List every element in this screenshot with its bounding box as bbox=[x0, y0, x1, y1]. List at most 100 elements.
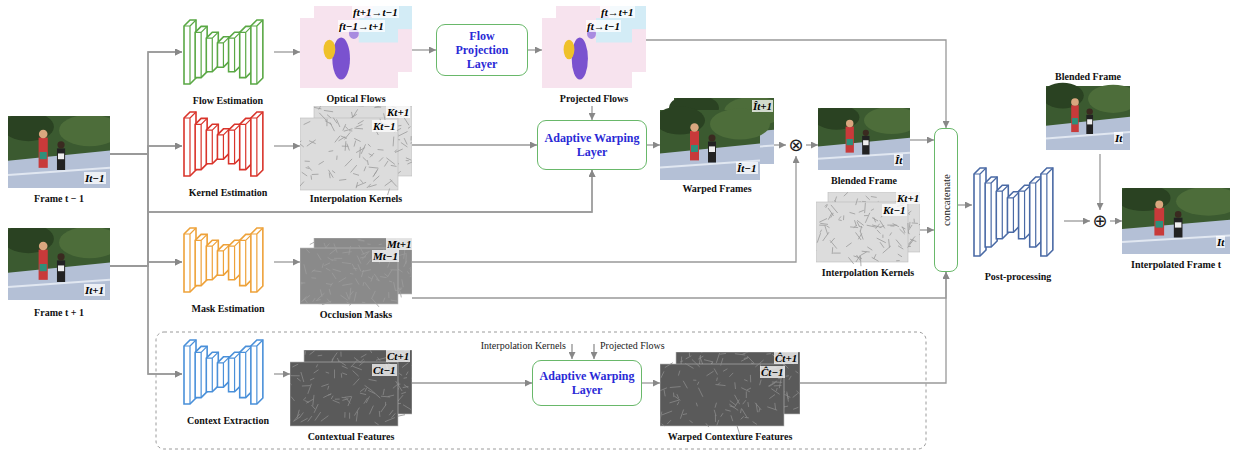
connector-arrow bbox=[412, 156, 796, 262]
network-block: Mask Estimation bbox=[182, 226, 274, 318]
math-symbol: Kt+1 bbox=[896, 192, 920, 204]
feature-map: ft+1→t−1 ft−1→t+1Optical Flows bbox=[300, 6, 412, 106]
connector-arrow bbox=[110, 154, 182, 374]
caption: Flow Estimation bbox=[193, 94, 263, 107]
operator: ⊗ bbox=[786, 134, 806, 156]
layer-label: Adaptive Warping Layer bbox=[539, 369, 635, 397]
connector-arrow bbox=[800, 272, 946, 383]
connector-arrow bbox=[774, 144, 786, 145]
math-symbol: ft+1→t−1 bbox=[352, 6, 399, 18]
input-label: Projected Flows bbox=[600, 340, 665, 352]
caption: Context Extraction bbox=[187, 414, 269, 427]
connector-arrow bbox=[110, 52, 182, 154]
caption: Warped Frames bbox=[682, 182, 751, 195]
picture-area: ft+1→t−1 ft−1→t+1 bbox=[300, 6, 412, 106]
network-block: Flow Estimation bbox=[182, 18, 274, 110]
picture-area: It bbox=[1046, 70, 1130, 154]
connector-arrow bbox=[528, 49, 542, 50]
math-symbol: It bbox=[1216, 236, 1225, 248]
feature-map: Kt+1Kt−1Interpolation Kernels bbox=[300, 106, 412, 206]
picture-area bbox=[182, 338, 274, 428]
connector-arrow bbox=[274, 145, 300, 146]
caption: Interpolation Kernels bbox=[310, 192, 403, 205]
layer-box: Adaptive Warping Layer bbox=[537, 120, 647, 170]
connector-arrow bbox=[110, 154, 182, 262]
math-symbol: Ît bbox=[894, 154, 903, 166]
thumbnail-image bbox=[660, 98, 774, 194]
caption: Blended Frame bbox=[1055, 70, 1121, 83]
operator-symbol: ⊕ bbox=[1092, 210, 1107, 232]
feature-map: Kt+1Kt−1Interpolation Kernels bbox=[816, 192, 920, 282]
math-symbol: It+1 bbox=[84, 284, 105, 296]
operator: ⊕ bbox=[1090, 210, 1110, 232]
connector-arrow bbox=[1064, 220, 1090, 221]
caption: Interpolated Frame t bbox=[1131, 258, 1221, 271]
math-symbol: ft−1→t+1 bbox=[338, 20, 385, 32]
blended-frame: It Blended Frame bbox=[1046, 70, 1130, 154]
connector-arrow bbox=[1110, 220, 1122, 221]
layer-box: Flow Projection Layer bbox=[436, 24, 528, 76]
connector-arrow bbox=[958, 204, 972, 205]
connector-arrow bbox=[274, 51, 300, 52]
network-block: Context Extraction bbox=[182, 338, 274, 428]
concat-label: concatenate bbox=[940, 174, 952, 226]
picture-area: ft→t+1 ft→t−1 bbox=[542, 6, 646, 106]
connector-arrow bbox=[806, 144, 818, 145]
caption: Frame t + 1 bbox=[34, 306, 84, 319]
math-symbol: Mt+1 bbox=[386, 238, 413, 250]
input-frame: It−1Frame t − 1 bbox=[8, 116, 110, 208]
connector-arrow bbox=[412, 382, 532, 383]
connector-arrow bbox=[910, 139, 934, 140]
connector-arrow bbox=[110, 146, 182, 266]
network-block: Kernel Estimation bbox=[182, 110, 274, 202]
connector-arrow bbox=[642, 382, 660, 383]
concat-box: concatenate bbox=[934, 128, 958, 272]
network-block: Post-processing bbox=[972, 166, 1064, 290]
caption: Interpolation Kernels bbox=[822, 266, 915, 279]
caption: Post-processing bbox=[985, 270, 1051, 283]
input-arrow bbox=[571, 344, 572, 359]
connector-arrow bbox=[110, 52, 182, 266]
connector-arrow bbox=[647, 144, 660, 145]
input-label: Interpolation Kernels bbox=[481, 340, 566, 352]
caption: Kernel Estimation bbox=[189, 186, 268, 199]
caption: Blended Frame bbox=[831, 174, 897, 187]
caption: Occlusion Masks bbox=[320, 308, 393, 321]
picture-area: Kt+1Kt−1 bbox=[300, 106, 412, 206]
connector-arrow bbox=[591, 106, 592, 120]
input-arrow bbox=[593, 344, 594, 359]
operator-symbol: ⊗ bbox=[788, 134, 803, 156]
caption: Projected Flows bbox=[560, 92, 628, 105]
math-symbol: Kt+1 bbox=[386, 106, 410, 118]
connector-arrow bbox=[274, 261, 300, 262]
math-symbol: Ct−1 bbox=[372, 364, 397, 376]
group-dashed-outline bbox=[156, 332, 926, 449]
caption: Optical Flows bbox=[326, 92, 385, 105]
layer-label: Adaptive Warping Layer bbox=[544, 131, 640, 159]
math-symbol: Ĉt−1 bbox=[760, 366, 785, 378]
feature-map: Ît+1Ît−1Warped Frames bbox=[660, 98, 774, 194]
output-frame: ItInterpolated Frame t bbox=[1122, 188, 1230, 284]
blended-frame: ÎtBlended Frame bbox=[818, 108, 910, 192]
caption: Contextual Features bbox=[308, 430, 395, 443]
math-symbol: ft→t−1 bbox=[586, 20, 621, 32]
layer-label: Flow Projection Layer bbox=[443, 29, 521, 71]
math-symbol: It bbox=[1114, 132, 1123, 144]
connector-arrow bbox=[110, 146, 182, 154]
thumbnail-image bbox=[182, 338, 274, 428]
picture-area: Ît+1Ît−1 bbox=[660, 98, 774, 194]
connector-arrow bbox=[412, 144, 537, 145]
math-symbol: ft→t+1 bbox=[600, 6, 635, 18]
connector-arrow bbox=[110, 266, 182, 374]
feature-map: ft→t+1 ft→t−1Projected Flows bbox=[542, 6, 646, 106]
math-symbol: Kt−1 bbox=[372, 120, 397, 132]
feature-map: Ct+1Ct−1Contextual Features bbox=[290, 350, 412, 446]
caption: Mask Estimation bbox=[191, 302, 264, 315]
math-symbol: Kt−1 bbox=[882, 204, 907, 216]
feature-map: Mt+1Mt−1Occlusion Masks bbox=[300, 238, 412, 324]
math-symbol: Mt−1 bbox=[372, 250, 399, 262]
connector-arrow bbox=[274, 373, 290, 374]
layer-box: Adaptive Warping Layer bbox=[532, 360, 642, 406]
connector-arrow bbox=[920, 229, 934, 230]
input-frame: It+1Frame t + 1 bbox=[8, 228, 110, 322]
